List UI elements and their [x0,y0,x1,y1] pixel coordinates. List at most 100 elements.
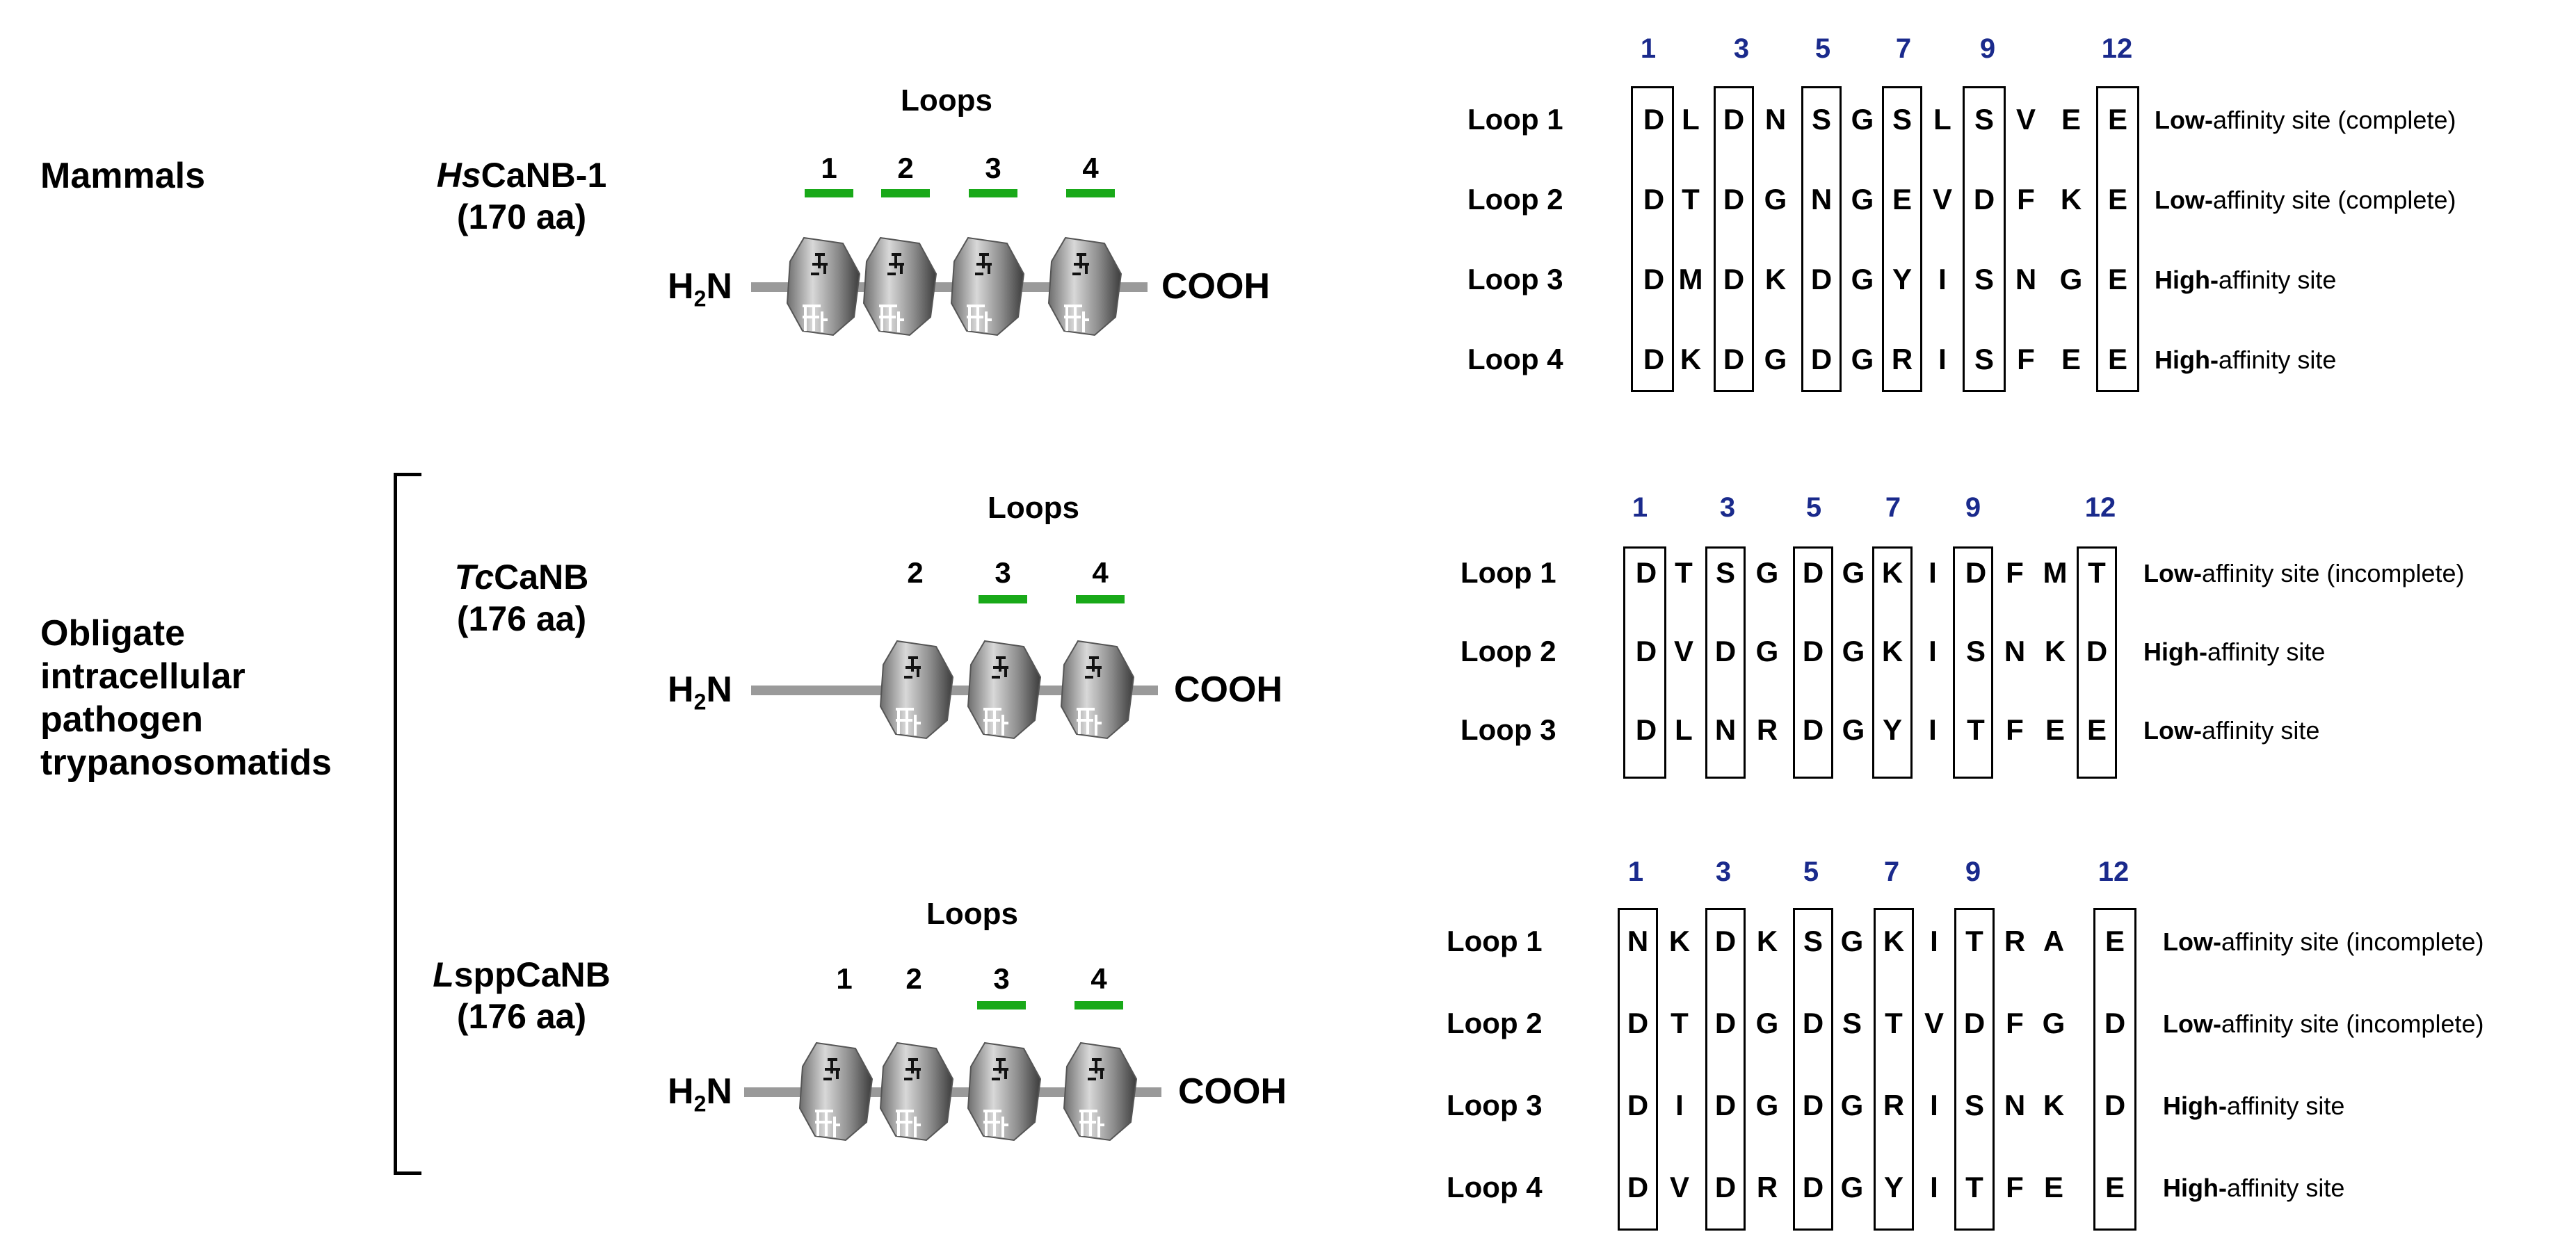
conserved-column-box [1793,908,1833,1231]
residue: G [1840,1171,1864,1203]
position-number: 1 [1640,33,1657,64]
residue: G [1755,1007,1779,1039]
conserved-column-box [1874,908,1914,1231]
binding-site-description: Low-affinity site (incomplete) [2163,1009,2484,1038]
group-label-pathogens: Obligate intracellular pathogen trypanos… [40,612,332,784]
position-number: 5 [1805,492,1822,523]
residue: D [1802,1007,1824,1039]
residue: I [1675,1089,1684,1121]
residue: D [1802,713,1824,746]
loop-row-label: Loop 3 [1467,263,1563,295]
residue: L [1933,103,1951,136]
conserved-column-box [1953,546,1993,779]
residue: D [1802,635,1824,667]
residue: E [2061,103,2081,136]
loop-number: 4 [1082,152,1099,184]
residue: G [1842,556,1865,589]
loops-title: Loops [926,897,1018,931]
residue: F [2006,556,2024,589]
group-label-line: pathogen [40,699,203,740]
loop-row-label: Loop 4 [1447,1171,1543,1203]
protein-backbone [751,686,1158,695]
residue: N [2015,263,2037,295]
residue: V [2015,103,2036,136]
n-terminus: H2N [668,670,732,715]
protein-name-tccanb: TcCaNB (176 aa) [417,556,626,640]
residue: L [1675,713,1693,746]
conserved-column-box [1882,86,1922,392]
n-terminus: H2N [668,266,732,311]
residue: K [1881,635,1903,667]
residue: N [1627,925,1649,957]
loop-marker-4 [1066,189,1115,197]
residue: E [2061,343,2081,375]
ef-hand-domain-2 [861,234,939,338]
residue: D [1714,1171,1737,1203]
loop-marker-3 [979,595,1027,603]
pathogen-bracket [394,473,421,1175]
residue: N [1714,713,1737,746]
conserved-column-box [2096,86,2139,392]
residue: D [1627,1089,1649,1121]
ef-hand-domain-2 [878,637,956,741]
protein-length: (176 aa) [456,997,587,1036]
residue: D [1635,635,1657,667]
residue: D [1723,183,1745,216]
ef-hand-domain-3 [965,1039,1043,1143]
binding-site-description: High-affinity site [2163,1174,2345,1202]
conserved-column-box [1618,908,1658,1231]
residue: T [2088,556,2106,589]
position-number: 7 [1885,492,1901,523]
residue: D [1810,343,1833,375]
residue: D [1714,1089,1737,1121]
residue: S [1842,1007,1862,1039]
residue: G [2059,263,2083,295]
residue: S [1803,925,1823,957]
residue: T [1675,556,1693,589]
residue: E [2045,713,2065,746]
position-number: 5 [1803,857,1819,887]
residue: Y [1892,263,1912,295]
position-number: 5 [1814,33,1831,64]
residue: R [1883,1089,1905,1121]
residue: D [1643,183,1665,216]
position-number: 1 [1627,857,1644,887]
loop-number: 3 [993,962,1010,995]
position-number: 3 [1719,492,1736,523]
protein-name-lsppcanb: LsppCaNB (176 aa) [417,954,626,1037]
residue: V [1924,1007,1944,1039]
residue: F [2017,343,2035,375]
protein-name-hscanb1: HsCaNB-1 (170 aa) [417,154,626,238]
loop-number: 1 [821,152,837,184]
protein-length: (176 aa) [456,599,587,638]
residue: G [1755,556,1779,589]
residue: G [1851,263,1874,295]
conserved-column-box [1714,86,1754,392]
residue: I [1929,713,1937,746]
residue: S [1892,103,1912,136]
conserved-column-box [1705,908,1746,1231]
residue: K [1881,556,1903,589]
residue: D [1714,925,1737,957]
loop-number: 3 [995,556,1011,589]
residue: I [1930,1089,1938,1121]
loops-title: Loops [901,83,992,117]
c-terminus: COOH [1161,266,1270,307]
residue: D [1963,1007,1986,1039]
residue: D [2104,1007,2126,1039]
residue: F [2006,1007,2024,1039]
residue: D [1635,556,1657,589]
conserved-column-box [1963,86,2006,392]
residue: N [1810,183,1833,216]
protein-length: (170 aa) [456,197,587,236]
residue: D [1802,1171,1824,1203]
residue: V [1673,635,1693,667]
binding-site-description: Low-affinity site (complete) [2155,106,2456,134]
residue: S [1715,556,1735,589]
residue: T [1967,713,1985,746]
binding-site-description: High-affinity site [2155,346,2337,374]
residue: I [1930,1171,1938,1203]
loop-row-label: Loop 1 [1467,103,1563,136]
residue: I [1938,263,1947,295]
loop-row-label: Loop 2 [1467,183,1563,216]
